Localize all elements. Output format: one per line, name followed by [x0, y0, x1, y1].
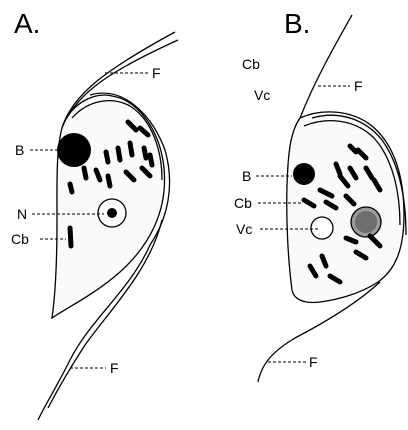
panel-b-label-b: B: [242, 169, 251, 183]
panel-a-label-n: N: [17, 207, 27, 221]
panel-b-label-vc: Vc: [236, 222, 252, 236]
panel-b-nucleus-inner: [355, 211, 377, 233]
panel-b-label-cb-top: Cb: [242, 57, 260, 71]
panel-b-label-f-top: F: [354, 79, 363, 93]
panel-a-label-b: B: [15, 143, 24, 157]
panel-b-label-f-bottom: F: [309, 355, 318, 369]
panel-b-basal-body: [293, 163, 315, 185]
panel-b-vacuole: [311, 217, 333, 239]
panel-a-label-cb: Cb: [11, 232, 29, 246]
panel-b-label-vc-top: Vc: [254, 88, 270, 102]
panel-b-letter: B.: [284, 8, 310, 40]
panel-a-label-f-bottom: F: [110, 361, 119, 375]
panel-a-letter: A.: [14, 8, 40, 40]
panel-b-label-cb: Cb: [234, 196, 252, 210]
panel-a-label-f-top: F: [152, 66, 161, 80]
panel-a-basal-body: [57, 133, 91, 167]
panel-a-nucleolus: [107, 208, 117, 218]
panel-b-cell-outline: [287, 112, 404, 303]
